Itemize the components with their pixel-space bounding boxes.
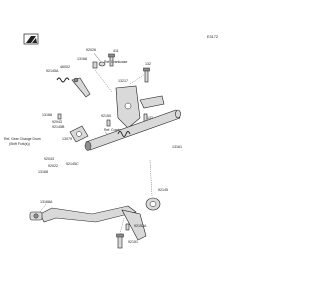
ref-gear-change-drum-line2: (Shift Fork(s)) [9, 142, 30, 146]
spring-92145 [145, 197, 161, 211]
label-92151: 92151 [128, 240, 138, 244]
label-13168: 13168 [77, 57, 87, 61]
ref-crankcase-mid: Ref. Crankcase [104, 128, 127, 132]
figure-id: E3172 [207, 35, 218, 39]
label-92152A: 92152A [134, 224, 147, 228]
label-46002: 46002 [60, 65, 70, 69]
bolt-92152A [125, 223, 130, 231]
label-92145C: 92145C [66, 162, 79, 166]
label-92026: 92026 [86, 48, 96, 52]
spacer-13168 [92, 61, 98, 69]
washer-92026 [98, 61, 106, 67]
label-13161: 13161 [172, 145, 182, 149]
label-92145A: 92145A [46, 69, 59, 73]
shift-pedal-13168A [29, 205, 147, 241]
spring-92145A [56, 77, 70, 83]
label-13168b: 13168 [42, 113, 52, 117]
bolt-132 [143, 67, 150, 83]
bolt-92151 [116, 233, 124, 249]
pin-92150 [106, 119, 111, 127]
label-13079: 13079 [62, 137, 72, 141]
bracket [139, 95, 165, 109]
label-92145B: 92145B [52, 125, 65, 129]
label-13168A: 13168A [40, 200, 53, 204]
label-92043: 92043 [52, 120, 62, 124]
label-132: 132 [145, 62, 151, 66]
spacer-13168b [57, 113, 62, 120]
label-92150: 92150 [101, 114, 111, 118]
label-92145: 92145 [158, 188, 168, 192]
label-132b: 132 [147, 116, 153, 120]
label-13217: 13217 [118, 79, 128, 83]
kawasaki-logo-icon [23, 33, 39, 45]
label-13168c: 13168 [38, 170, 48, 174]
label-411: 411 [113, 49, 119, 53]
shift-shaft-13161 [84, 109, 181, 151]
arm-46002 [71, 77, 91, 98]
ref-gear-change-drum-line1: Ref. Gear Change Drum [4, 137, 41, 141]
label-92043b: 92043 [44, 157, 54, 161]
label-92022: 92022 [48, 164, 58, 168]
exploded-parts-diagram: E3172 411 92026 13168 Ref. Crankcase 921… [4, 33, 218, 249]
plate-13217 [115, 85, 141, 129]
bolt-411 [108, 53, 115, 67]
ref-crankcase-top: Ref. Crankcase [104, 60, 127, 64]
gear-selector-13079 [69, 125, 89, 143]
